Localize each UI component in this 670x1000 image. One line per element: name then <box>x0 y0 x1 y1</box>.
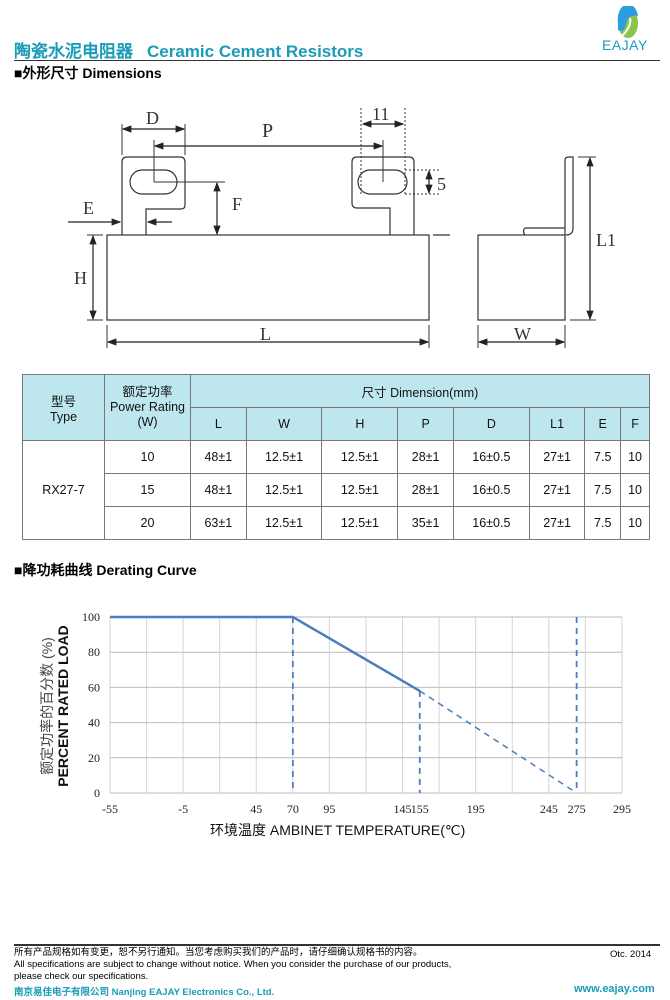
power-cell: 20 <box>104 506 191 540</box>
footer-notice: 所有产品规格如有变更，恕不另行通知。当您考虑购买我们的产品时，请仔细确认规格书的… <box>14 947 451 983</box>
column-header: L <box>190 407 247 441</box>
column-header: L1 <box>528 407 586 441</box>
dimension-cell: 28±1 <box>397 440 454 474</box>
dimension-cell: 7.5 <box>584 506 622 540</box>
column-header: P <box>397 407 454 441</box>
page-title: 陶瓷水泥电阻器 Ceramic Cement Resistors <box>14 37 363 62</box>
column-header: H <box>321 407 399 441</box>
label-slot-width: 11 <box>372 104 389 124</box>
column-header: F <box>620 407 650 441</box>
dimension-cell: 35±1 <box>397 506 454 540</box>
x-tick-label: -55 <box>102 802 118 816</box>
label-l: L <box>260 324 271 344</box>
y-tick-label: 40 <box>88 716 100 730</box>
y-tick-label: 20 <box>88 751 100 765</box>
dimension-cell: 16±0.5 <box>452 506 530 540</box>
dimension-cell: 27±1 <box>528 506 586 540</box>
x-tick-label: 245 <box>540 802 558 816</box>
title-en: Ceramic Cement Resistors <box>147 42 364 61</box>
dimension-drawing: D P 11 5 E F H L L1 W <box>68 104 616 348</box>
company-name: 南京易佳电子有限公司 Nanjing EAJAY Electronics Co.… <box>14 987 275 998</box>
dimension-cell: 10 <box>620 506 650 540</box>
column-header: W <box>245 407 323 441</box>
notice-en-2: please check our specifications. <box>14 971 149 982</box>
notice-en-1: All specifications are subject to change… <box>14 959 452 970</box>
dimension-cell: 12.5±1 <box>321 473 399 507</box>
logo-text: EAJAY <box>602 37 648 53</box>
dimension-cell: 7.5 <box>584 440 622 474</box>
x-tick-label: 95 <box>323 802 335 816</box>
dimension-cell: 48±1 <box>190 440 247 474</box>
label-d: D <box>146 108 159 128</box>
dimension-cell: 28±1 <box>397 473 454 507</box>
dimension-cell: 63±1 <box>190 506 247 540</box>
label-f: F <box>232 194 242 214</box>
footer-date: Otc. 2014 <box>610 949 652 960</box>
dimension-cell: 12.5±1 <box>245 473 323 507</box>
dimension-cell: 48±1 <box>190 473 247 507</box>
y-tick-label: 80 <box>88 645 100 659</box>
website-link[interactable]: www.eajay.com <box>574 983 655 995</box>
label-w: W <box>514 324 531 344</box>
header-divider <box>14 60 660 61</box>
dimension-cell: 10 <box>620 473 650 507</box>
title-cn: 陶瓷水泥电阻器 <box>14 42 133 62</box>
y-axis-label-cn: 额定功率的百分数 (%) <box>39 637 55 775</box>
type-cell: RX27-7 <box>22 440 105 540</box>
dimension-cell: 12.5±1 <box>321 440 399 474</box>
x-tick-label: 70 <box>287 802 299 816</box>
y-tick-label: 0 <box>94 786 100 800</box>
dimension-cell: 12.5±1 <box>245 506 323 540</box>
dimension-cell: 27±1 <box>528 440 586 474</box>
x-tick-label: -5 <box>178 802 188 816</box>
dimension-cell: 16±0.5 <box>452 473 530 507</box>
notice-cn: 所有产品规格如有变更，恕不另行通知。当您考虑购买我们的产品时，请仔细确认规格书的… <box>14 947 423 958</box>
series-line-extrapolated <box>419 690 578 794</box>
derating-heading: ■降功耗曲线 Derating Curve <box>14 562 197 578</box>
power-cell: 10 <box>104 440 191 474</box>
x-tick-label: 195 <box>467 802 485 816</box>
dimensions-heading: ■外形尺寸 Dimensions <box>14 65 162 81</box>
label-p: P <box>262 120 273 142</box>
label-e: E <box>83 198 94 218</box>
x-tick-label: 145 <box>394 802 412 816</box>
power-cell: 15 <box>104 473 191 507</box>
footer-divider <box>14 944 660 946</box>
y-axis-label: 额定功率的百分数 (%) PERCENT RATED LOAD <box>39 596 71 816</box>
y-tick-label: 60 <box>88 680 100 694</box>
x-tick-label: 295 <box>613 802 631 816</box>
x-tick-label: 155 <box>411 802 429 816</box>
dimension-cell: 10 <box>620 440 650 474</box>
dimension-cell: 12.5±1 <box>321 506 399 540</box>
dimension-cell: 27±1 <box>528 473 586 507</box>
dimension-cell: 16±0.5 <box>452 440 530 474</box>
label-l1: L1 <box>596 230 616 250</box>
column-header: E <box>584 407 622 441</box>
y-tick-label: 100 <box>82 610 100 624</box>
x-axis-label: 环境温度 AMBINET TEMPERATURE(℃) <box>210 822 466 838</box>
dimension-cell: 12.5±1 <box>245 440 323 474</box>
label-slot-height: 5 <box>437 174 446 194</box>
y-axis-label-en: PERCENT RATED LOAD <box>55 625 71 787</box>
label-h: H <box>74 268 87 288</box>
x-tick-label: 275 <box>568 802 586 816</box>
column-header: D <box>452 407 530 441</box>
eajay-logo-icon <box>617 6 638 38</box>
series-line-rated <box>110 615 421 693</box>
dimension-cell: 7.5 <box>584 473 622 507</box>
x-tick-label: 45 <box>250 802 262 816</box>
dimension-header: 尺寸 Dimension(mm) <box>190 374 650 408</box>
